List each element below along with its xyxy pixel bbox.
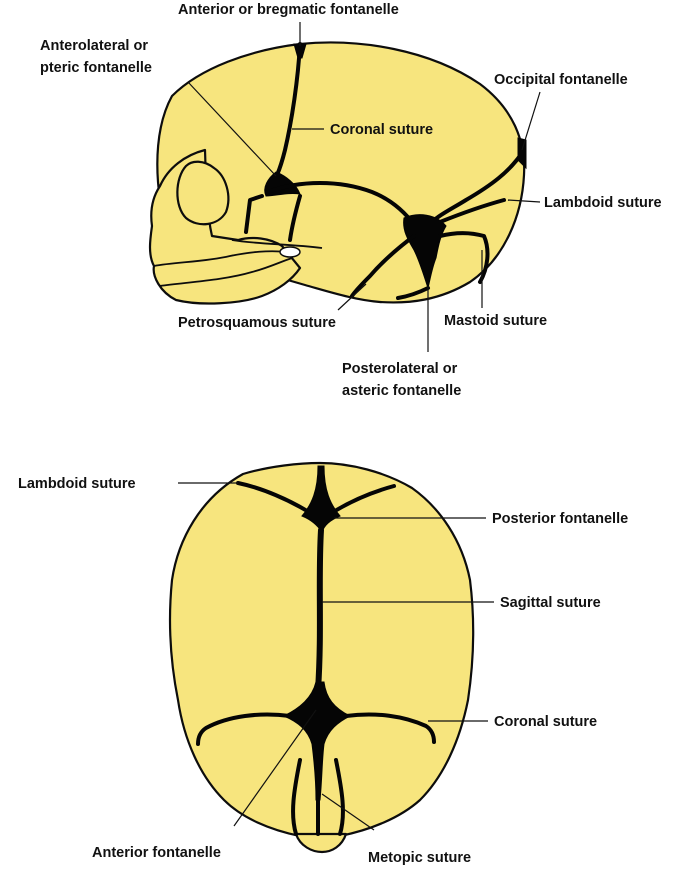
lateral-sphenoid-suture [244,194,264,234]
label-occipital-fontanelle: Occipital fontanelle [494,72,628,88]
superior-leader-lines [178,482,494,831]
lateral-zygomatic-arch [231,239,323,249]
leader-petrosquamous [337,283,367,311]
label-coronal-suture-lateral: Coronal suture [330,122,433,138]
superior-labels: Lambdoid suture Posterior fontanelle Sag… [18,476,628,866]
label-posterior-fontanelle: Posterior fontanelle [492,511,628,527]
leader-metopic [321,793,375,831]
lateral-bregma-notch [293,43,307,59]
lateral-ear-opening [279,246,301,258]
lateral-skull-view [148,41,527,305]
label-lambdoid-suture-lateral: Lambdoid suture [544,195,662,211]
lateral-orbit [176,160,230,226]
superior-sagittal-suture [315,527,324,693]
lateral-mastoid-suture [438,231,490,284]
label-posterolateral-line2: asteric fontanelle [342,383,461,399]
lateral-occipital-lower-suture [396,286,430,300]
leader-occipital [521,91,541,151]
lateral-mandible-line [159,257,293,287]
label-lambdoid-suture-superior: Lambdoid suture [18,476,136,492]
label-mastoid-suture: Mastoid suture [444,313,547,329]
lateral-squamous-suture [266,181,417,228]
superior-skull-view [168,461,475,854]
label-petrosquamous-suture: Petrosquamous suture [178,315,336,331]
lateral-labels: Anterior or bregmatic fontanelle Anterol… [40,2,662,399]
superior-coronal-suture-right [344,712,436,744]
superior-frontal-lower-right [334,758,345,836]
leader-anterior-fontanelle [233,709,317,827]
label-sagittal-suture: Sagittal suture [500,595,601,611]
superior-frontal-lower-left [291,758,302,836]
label-anterior-bregmatic-fontanelle: Anterior or bregmatic fontanelle [178,2,399,18]
label-posterolateral-line1: Posterolateral or [342,361,458,377]
lateral-asteric-fontanelle [403,214,447,290]
lateral-leader-lines [187,22,541,352]
label-anterolateral-line1: Anterolateral or [40,38,148,54]
leader-lambdoid [507,199,541,203]
label-metopic-suture: Metopic suture [368,850,471,866]
lateral-sphenoid-suture-2 [288,194,302,242]
superior-lambdoid-suture [236,481,314,516]
label-anterior-fontanelle: Anterior fontanelle [92,845,221,861]
label-anterolateral-line2: pteric fontanelle [40,60,152,76]
label-coronal-suture-superior: Coronal suture [494,714,597,730]
leader-pteric [187,81,277,177]
lateral-jaw-line [153,250,289,267]
superior-nasal-bump [294,832,348,854]
superior-coronal-suture-left [196,712,292,746]
lateral-lambdoid-branch [438,198,506,224]
lateral-petrosquamous-suture [350,234,416,298]
